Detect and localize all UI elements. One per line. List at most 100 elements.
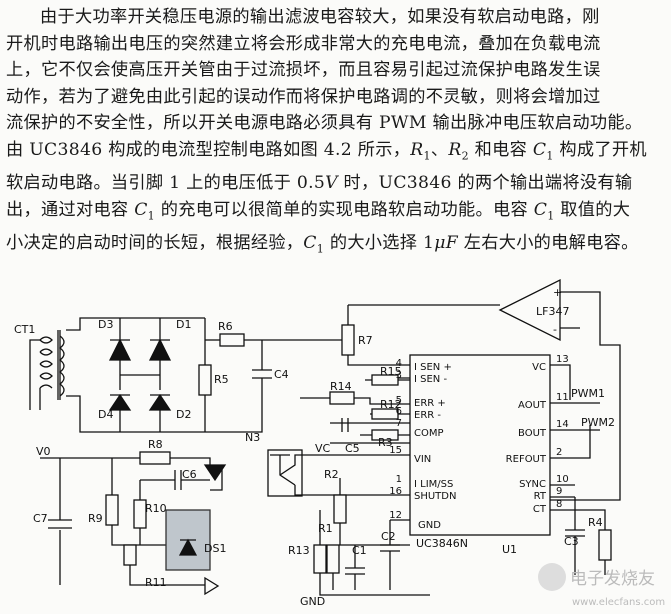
pin-left-num: 5 (396, 395, 402, 406)
text-line-9-b: 的大小选择 1 (324, 232, 435, 253)
pin-left-num: 15 (389, 445, 402, 456)
text-r1-sub: 1 (423, 149, 431, 163)
label-v0: V0 (36, 445, 51, 458)
pin-right-num: 2 (556, 447, 562, 458)
text-line-8: 出，通过对电容 C1 的充电可以很简单的实现电路软启动功能。电容 C1 取值的大 (6, 197, 666, 230)
pin-left-num: 4 (396, 358, 402, 369)
label-r2: R2 (324, 468, 339, 481)
opamp-plus: + (553, 286, 562, 299)
label-vc-ext: VC (315, 442, 331, 455)
text-line-6-b: 、 (430, 139, 449, 160)
text-line-6-d: 构成了开机 (553, 139, 647, 160)
pin-left-num: 7 (396, 418, 402, 429)
pin-left-num: 1 (396, 474, 402, 485)
pin-right-name: AOUT (518, 400, 547, 411)
pin-left-name: COMP (414, 428, 444, 439)
text-line-8-d: 取值的大 (554, 199, 631, 220)
pin-right-num: 8 (556, 499, 562, 510)
label-r11: R11 (145, 576, 167, 589)
label-pwm1: PWM1 (571, 387, 605, 400)
text-line-9-d: 左右大小的电解电容。 (457, 232, 639, 253)
label-n3: N3 (245, 431, 260, 444)
text-c1-b-sub: 1 (147, 209, 155, 223)
text-line-9: 小决定的启动时间的长短，根据经验，C1 的大小选择 1μF 左右大小的电解电容。 (6, 230, 666, 263)
label-c6: C6 (182, 468, 197, 481)
label-r1: R1 (318, 522, 333, 535)
label-r5: R5 (214, 373, 229, 386)
text-c1-d-sub: 1 (316, 242, 325, 256)
text-line-8-a: 出，通过对电容 (6, 199, 135, 220)
text-c1-c-sub: 1 (547, 209, 555, 223)
label-r4: R4 (588, 516, 603, 529)
text-c1: C (532, 139, 547, 160)
text-line-6: 由 UC3846 构成的电流型控制电路如图 4.2 所示，R1、R2 和电容 C… (6, 137, 666, 170)
label-d1: D1 (176, 318, 191, 331)
pin-left-name: ERR + (414, 398, 446, 409)
label-d4: D4 (98, 408, 113, 421)
watermark-text: 电子发烧友 (570, 569, 655, 589)
pin-right-num: 11 (556, 392, 569, 403)
label-ct1: CT1 (14, 323, 35, 336)
label-u1: U1 (502, 543, 517, 556)
label-r15: R15 (380, 365, 402, 378)
text-c1-b: C (134, 199, 148, 220)
pin-left-name: VIN (414, 454, 431, 465)
watermark-logo-icon (538, 563, 566, 591)
pin-right-name: CT (533, 504, 547, 515)
text-line-7-a: 软启动电路。当引脚 1 上的电压低于 0.5 (6, 173, 326, 193)
label-r8: R8 (148, 438, 163, 451)
label-lf347: LF347 (536, 305, 569, 318)
label-r9: R9 (88, 512, 103, 525)
pin-right-num: 10 (556, 474, 569, 485)
text-line-5: 流保护的不安全性，所以开关电源电路必须具有 PWM 输出脉冲电压软启动功能。 (6, 113, 643, 134)
pin-left-num: 3 (396, 370, 402, 381)
pin-right-name: SYNC (519, 479, 546, 490)
text-line-3: 上，它不仅会使高压开关管由于过流损坏，而且容易引起过流保护电路发生误 (6, 60, 601, 81)
text-c1-d: C (303, 232, 317, 253)
label-c3: C3 (564, 535, 579, 548)
text-r1: R (410, 139, 424, 160)
pin-left-name: SHUTDN (414, 491, 456, 502)
label-c4: C4 (274, 368, 289, 381)
label-d3: D3 (98, 318, 113, 331)
pin-left-name: ERR - (414, 410, 441, 421)
label-r10: R10 (145, 502, 167, 515)
text-line-9-a: 小决定的启动时间的长短，根据经验， (6, 232, 304, 253)
pin-left-name: I SEN - (414, 374, 447, 385)
chip-right-pins: 13 VC 11 AOUT 14 BOUT 2 REFOUT 10 SYNC 9… (506, 354, 569, 515)
text-line-1: 由于大功率开关稳压电源的输出滤波电容较大，如果没有软启动电路，刚 (40, 7, 600, 27)
pin-right-num: 9 (556, 486, 562, 497)
pin-left-name: GND (418, 520, 441, 531)
body-paragraph: 由于大功率开关稳压电源的输出滤波电容较大，如果没有软启动电路，刚 开机时电路输出… (6, 4, 666, 263)
label-ds1: DS1 (204, 542, 226, 555)
label-c1: C1 (352, 544, 367, 557)
label-gnd: GND (300, 595, 325, 608)
label-pwm2: PWM2 (581, 416, 615, 429)
label-r14: R14 (330, 380, 352, 393)
watermark: 电子发烧友 www.elecfans.com (538, 563, 665, 608)
text-line-2: 开机时电路输出电压的突然建立将会形成非常大的充电电流，叠加在负载电流 (6, 33, 601, 54)
pin-left-num: 6 (396, 406, 402, 417)
pin-left-name: I LIM/SS (414, 479, 453, 490)
text-c1-sub: 1 (546, 149, 554, 163)
text-r2: R (448, 139, 462, 160)
pin-right-num: 14 (556, 419, 569, 430)
text-line-6-a: 由 UC3846 构成的电流型控制电路如图 4.2 所示， (6, 139, 411, 160)
label-c5: C5 (345, 442, 360, 455)
chip-left-pins: 4 I SEN + 3 I SEN - 5 ERR + 6 ERR - 7 CO… (389, 358, 456, 531)
pin-left-num: 12 (389, 510, 402, 521)
watermark-url: www.elecfans.com (572, 597, 665, 608)
text-line-8-b: 的充电可以很简单的实现电路软启动功能。电容 (154, 199, 534, 220)
label-r3: R3 (378, 436, 393, 449)
label-r12: R12 (380, 398, 402, 411)
text-line-6-c: 和电容 (468, 139, 533, 160)
pin-right-name: RT (534, 491, 547, 502)
text-line-4: 动作，若为了避免由此引起的误动作而将保护电路调的不灵敏，则将会增加过 (6, 86, 601, 107)
pin-left-name: I SEN + (414, 362, 452, 373)
label-r6: R6 (218, 320, 233, 333)
text-line-7-b: 时，UC3846 的两个输出端将没有输 (337, 173, 633, 193)
text-v: V (325, 173, 338, 193)
pin-left-num: 16 (389, 486, 402, 497)
label-chip: UC3846N (416, 537, 468, 550)
